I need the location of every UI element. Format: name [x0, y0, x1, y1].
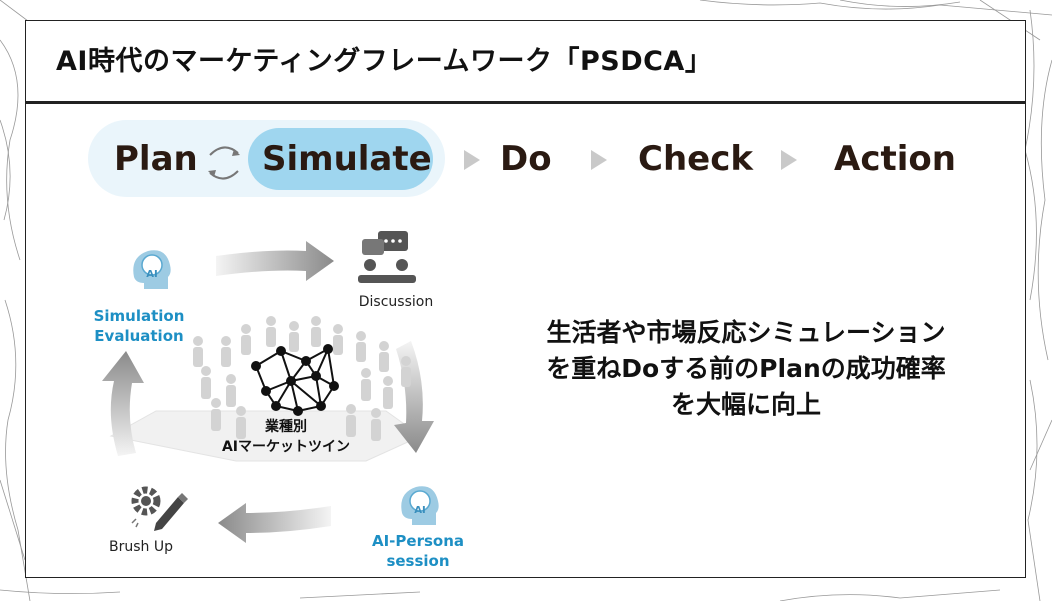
simulation-evaluation-label: Simulation Evaluation	[93, 307, 185, 345]
slide-title: AI時代のマーケティングフレームワーク「PSDCA」	[56, 46, 713, 77]
simulation-cycle-diagram: AI AI Discussion Simulation Evaluation A…	[66, 221, 506, 571]
discussion-label: Discussion	[358, 294, 434, 310]
key-message-line: 生活者や市場反応シミュレーション	[546, 318, 946, 347]
step-check: Check	[638, 139, 753, 179]
cycle-arrows-icon	[208, 146, 240, 180]
key-message-line: を重ねDoする前のPlanの成功確率	[546, 354, 946, 383]
title-divider	[26, 101, 1025, 104]
gear-pencil-icon	[131, 486, 188, 531]
step-do: Do	[500, 139, 552, 179]
chevron-right-icon	[591, 150, 607, 170]
cycle-graphics	[102, 231, 439, 543]
discussion-icon	[358, 231, 416, 283]
cycle-arrow-bottom	[218, 503, 331, 543]
ai-head-icon	[401, 486, 439, 525]
step-action: Action	[834, 139, 956, 179]
ai-persona-session-label: AI-Persona session	[371, 532, 464, 570]
cycle-arrow-top	[216, 241, 334, 281]
step-plan: Plan	[114, 139, 198, 179]
cycle-arrow-left	[102, 351, 144, 456]
brush-up-label: Brush Up	[109, 539, 173, 555]
key-message-line: を大幅に向上	[670, 390, 821, 419]
ai-badge-top: AI	[146, 269, 158, 280]
chevron-right-icon	[464, 150, 480, 170]
ai-badge-bottom: AI	[414, 505, 426, 516]
market-twin-label: 業種別 AIマーケットツイン	[221, 419, 351, 455]
ai-head-icon	[133, 250, 171, 289]
chevron-right-icon	[781, 150, 797, 170]
key-message: 生活者や市場反応シミュレーション を重ねDoする前のPlanの成功確率 を大幅に…	[496, 315, 996, 423]
slide-frame: AI時代のマーケティングフレームワーク「PSDCA」 Plan Simulate…	[25, 20, 1026, 578]
simulate-highlight-pill	[248, 128, 433, 190]
step-simulate: Simulate	[262, 139, 432, 179]
